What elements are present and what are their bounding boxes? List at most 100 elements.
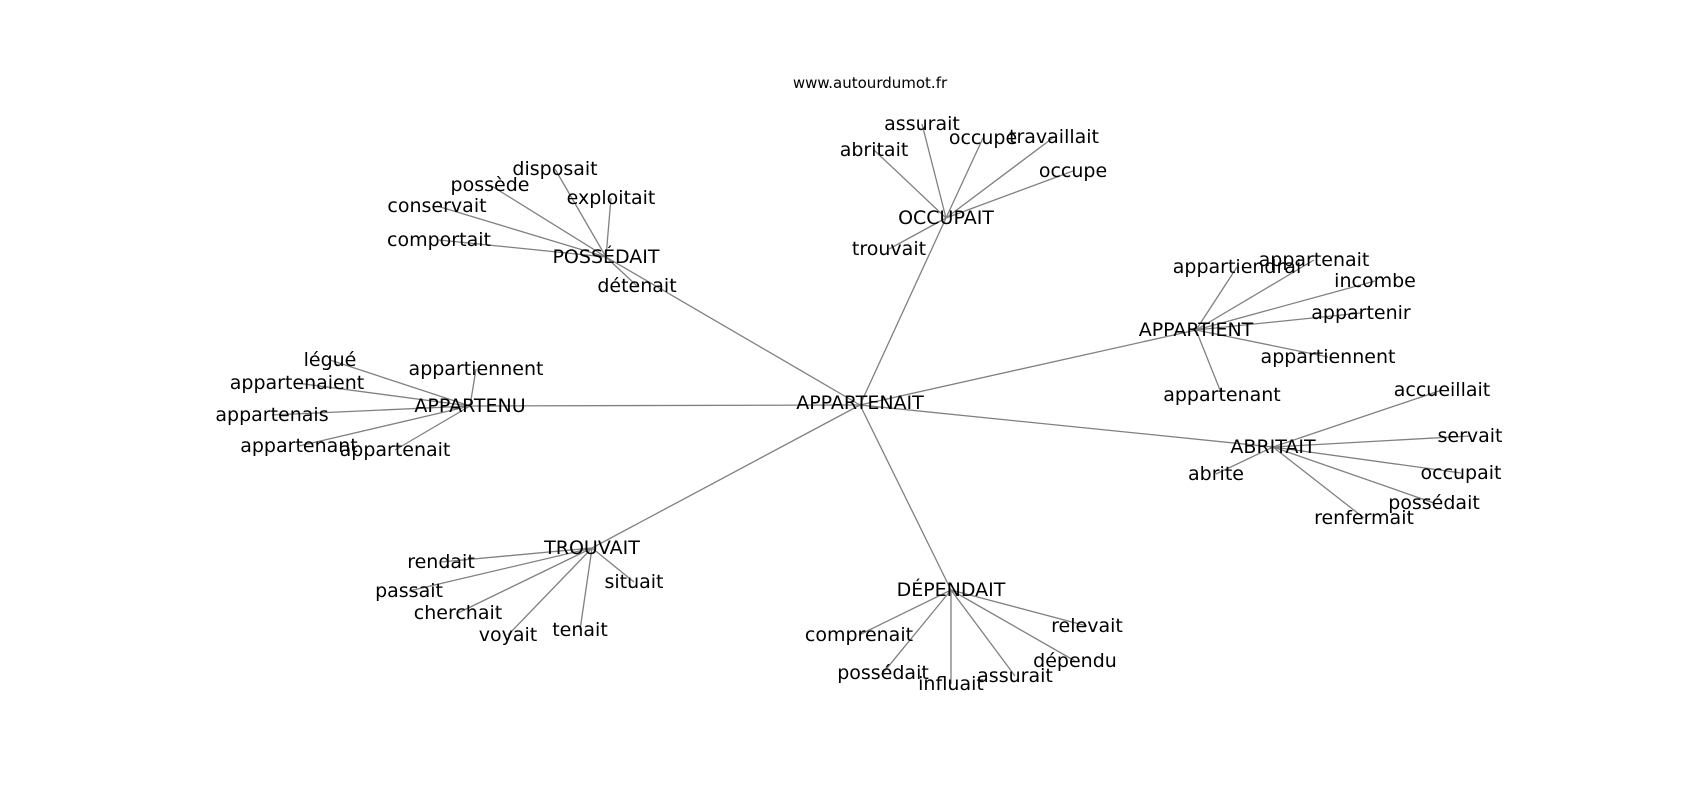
edge-hub-word <box>554 168 607 258</box>
hub-node-label[interactable]: APPARTENU <box>414 395 525 417</box>
edge-hub-word <box>1272 446 1365 519</box>
edge-hub-word <box>1195 280 1376 331</box>
edge-hub-word <box>605 197 612 258</box>
edge-hub-word <box>921 123 947 219</box>
edge-root-hub <box>859 217 947 406</box>
edge-hub-word <box>873 149 947 219</box>
word-node-label[interactable]: détenait <box>597 275 676 297</box>
word-node-label[interactable]: rendait <box>407 551 475 573</box>
edge-hub-word <box>1195 329 1329 358</box>
word-node-label[interactable]: appartiennent <box>1261 346 1396 368</box>
word-node-label[interactable]: relevait <box>1051 615 1123 637</box>
word-node-label[interactable]: assurait <box>884 113 960 135</box>
word-node-label[interactable]: appartenaient <box>230 372 365 394</box>
hub-node-label[interactable]: APPARTIENT <box>1139 319 1254 341</box>
word-node-label[interactable]: renfermait <box>1314 507 1414 529</box>
word-node-label[interactable]: abrite <box>1188 463 1244 485</box>
word-node-label[interactable]: appartenait <box>340 439 451 461</box>
edge-hub-word <box>489 184 607 258</box>
word-node-label[interactable]: légué <box>304 349 357 371</box>
word-node-label[interactable]: occupe <box>949 127 1017 149</box>
root-node-label[interactable]: APPARTENAIT <box>796 392 924 414</box>
word-node-label[interactable]: appartenant <box>240 435 358 457</box>
word-node-label[interactable]: accueillait <box>1394 379 1490 401</box>
edge-hub-word <box>950 589 1088 627</box>
word-node-label[interactable]: comprenait <box>805 624 913 646</box>
edge-hub-word <box>298 405 471 447</box>
edge-root-hub <box>859 404 1274 448</box>
edge-root-hub <box>859 404 952 591</box>
edge-hub-word <box>605 256 638 287</box>
edge-hub-word <box>1195 312 1362 331</box>
word-node-label[interactable]: possédait <box>837 662 929 684</box>
hub-node-label[interactable]: ABRITAIT <box>1230 436 1316 458</box>
edge-hub-word <box>950 589 1016 677</box>
word-node-label[interactable]: occupait <box>1421 462 1502 484</box>
edge-hub-word <box>408 547 593 592</box>
word-node-label[interactable]: appartenir <box>1311 302 1411 324</box>
word-node-label[interactable]: exploitait <box>567 187 656 209</box>
edge-hub-word <box>436 205 607 258</box>
word-node-label[interactable]: tenait <box>552 619 608 641</box>
word-node-label[interactable]: assurait <box>977 665 1053 687</box>
site-url[interactable]: www.autourdumot.fr <box>793 74 948 92</box>
hub-node-label[interactable]: POSSÉDAIT <box>552 245 659 268</box>
word-node-label[interactable]: disposait <box>512 158 597 180</box>
hub-node-label[interactable]: TROUVAIT <box>543 537 640 559</box>
word-node-label[interactable]: passait <box>375 580 443 602</box>
word-node-label[interactable]: influait <box>918 673 984 695</box>
word-node-label[interactable]: occupe <box>1039 160 1107 182</box>
edge-hub-word <box>440 547 593 563</box>
edge-hub-word <box>296 382 471 407</box>
graph-edges <box>271 123 1471 684</box>
word-node-label[interactable]: servait <box>1437 425 1502 447</box>
word-node-label[interactable]: appartenant <box>1163 384 1281 406</box>
word-node-label[interactable]: incombe <box>1334 270 1416 292</box>
word-node-label[interactable]: appartiendrai <box>1173 256 1301 278</box>
word-node-label[interactable]: appartiennent <box>409 358 544 380</box>
edge-hub-word <box>507 547 593 636</box>
word-node-label[interactable]: cherchait <box>414 602 502 624</box>
word-node-label[interactable]: dépendu <box>1033 650 1117 672</box>
edge-hub-word <box>591 547 635 583</box>
edge-root-hub <box>605 256 861 406</box>
edge-hub-word <box>1272 389 1443 448</box>
word-node-label[interactable]: possédait <box>1388 492 1480 514</box>
edge-hub-word <box>945 170 1074 219</box>
edge-hub-word <box>1195 259 1315 331</box>
word-node-label[interactable]: travaillait <box>1009 126 1099 148</box>
edge-hub-word <box>945 137 984 219</box>
edge-hub-word <box>950 589 1076 662</box>
edge-hub-word <box>1272 435 1471 448</box>
edge-hub-word <box>469 368 477 407</box>
word-node-label[interactable]: trouvait <box>852 238 926 260</box>
edge-hub-word <box>438 239 607 258</box>
edge-hub-word <box>1195 329 1223 396</box>
edge-hub-word <box>579 547 593 631</box>
edge-hub-word <box>394 405 471 451</box>
edge-root-hub <box>591 404 861 549</box>
edge-hub-word <box>945 136 1055 219</box>
edge-hub-word <box>271 405 471 416</box>
edge-hub-word <box>1195 266 1238 331</box>
word-node-label[interactable]: abritait <box>840 139 909 161</box>
hub-node-label[interactable]: DÉPENDAIT <box>897 578 1006 601</box>
edge-hub-word <box>1272 446 1435 504</box>
edge-hub-word <box>1215 446 1274 475</box>
word-node-label[interactable]: situait <box>604 571 663 593</box>
edge-root-hub <box>469 404 861 407</box>
edge-hub-word <box>1272 446 1462 474</box>
word-node-label[interactable]: comportait <box>387 229 491 251</box>
edge-hub-word <box>858 589 952 636</box>
edge-hub-word <box>457 547 593 614</box>
edge-hub-word <box>888 217 947 250</box>
word-node-label[interactable]: possède <box>451 174 530 196</box>
word-node-label[interactable]: voyait <box>479 624 537 646</box>
word-node-label[interactable]: appartenait <box>1259 249 1370 271</box>
hub-node-label[interactable]: OCCUPAIT <box>898 207 994 229</box>
edge-hub-word <box>882 589 952 674</box>
word-node-label[interactable]: conservait <box>387 195 486 217</box>
word-node-label[interactable]: appartenais <box>215 404 328 426</box>
